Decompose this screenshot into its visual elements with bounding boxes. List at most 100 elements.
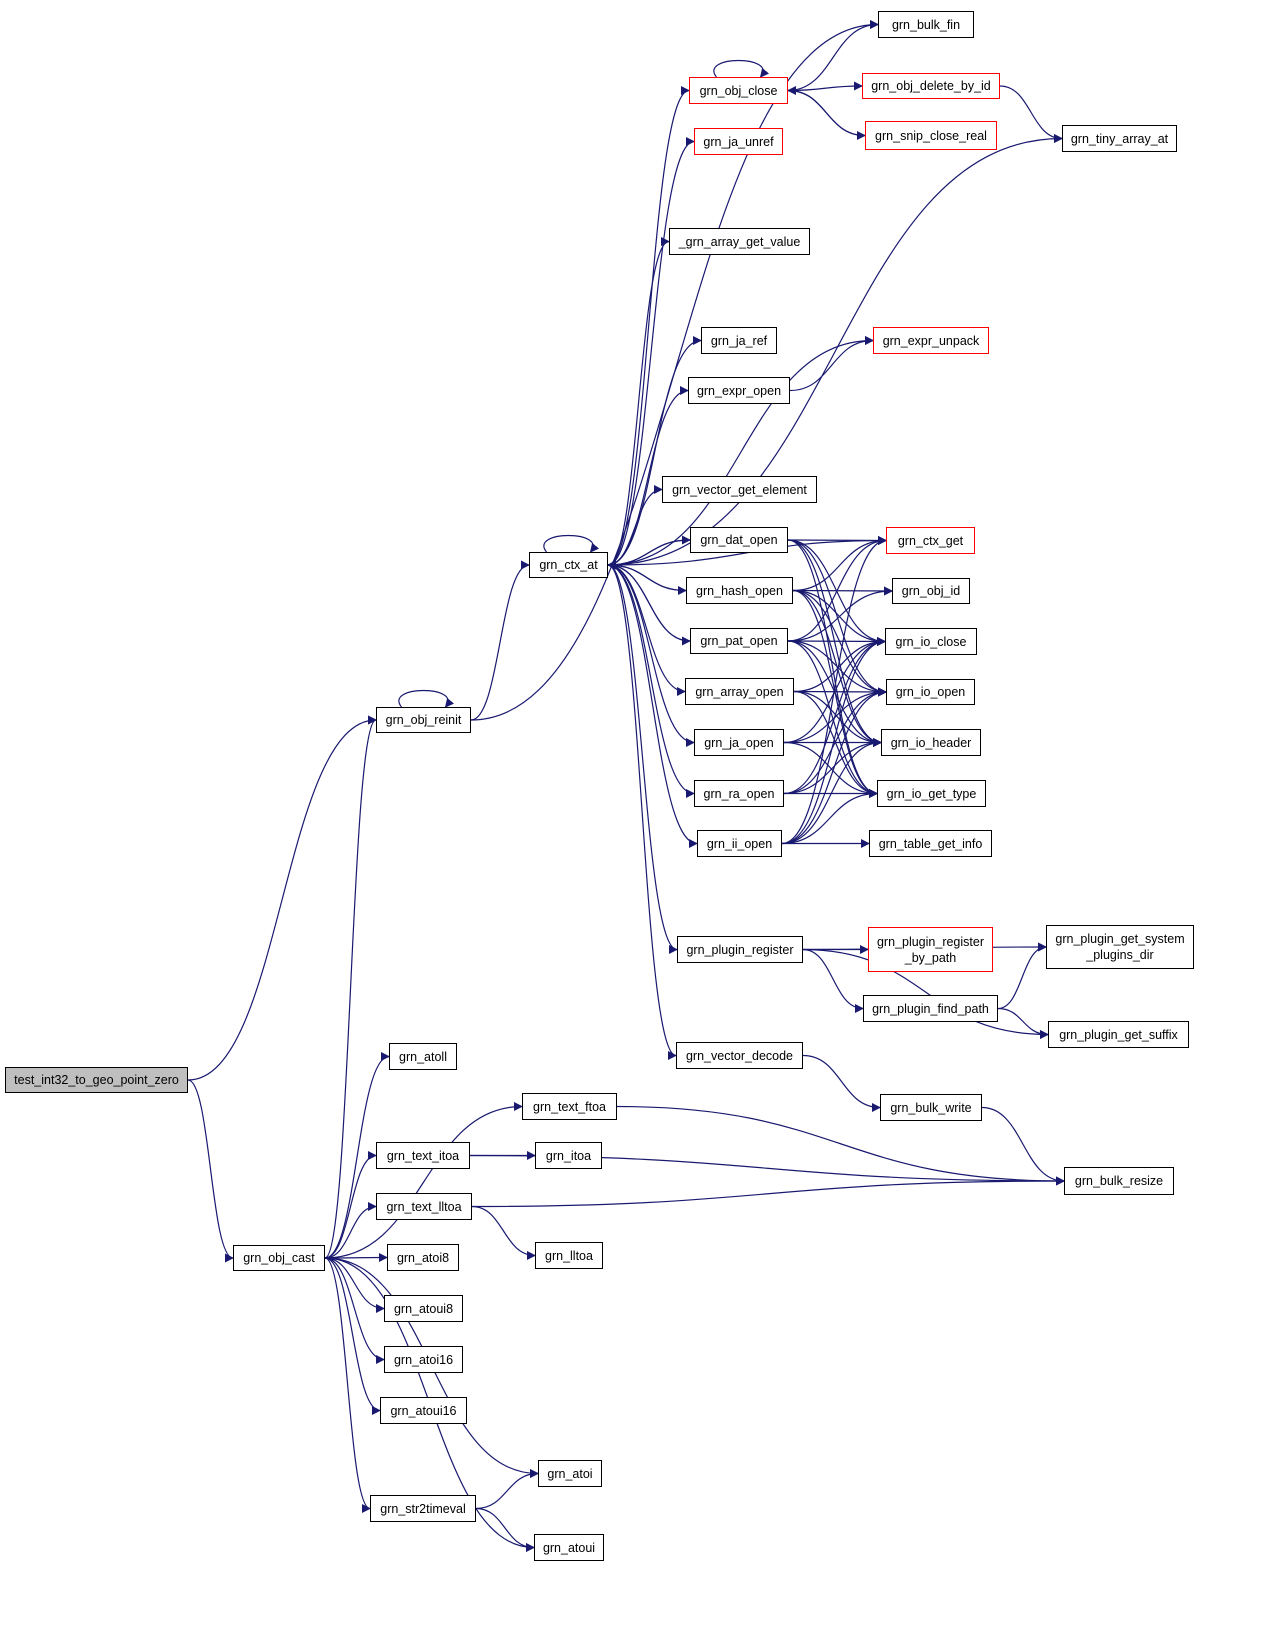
edge-grn-pat-open-to-grn-ctx-get — [787, 536, 887, 642]
node-grn-lltoa[interactable]: grn_lltoa — [535, 1242, 603, 1269]
node-grn-io-get-type[interactable]: grn_io_get_type — [877, 780, 986, 807]
node-grn-atoui16[interactable]: grn_atoui16 — [380, 1397, 467, 1424]
node-grn-ja-open[interactable]: grn_ja_open — [694, 729, 784, 756]
edge-grn-hash-open-to-grn-io-close — [792, 589, 886, 646]
node-grn-array-open[interactable]: grn_array_open — [685, 678, 794, 705]
node-grn-ja-ref[interactable]: grn_ja_ref — [701, 327, 777, 354]
edge-grn-obj-cast-to-grn-str2timeval — [324, 1257, 371, 1513]
node-grn-ra-open[interactable]: grn_ra_open — [694, 780, 784, 807]
edge-grn-pat-open-to-grn-io-get-type — [787, 640, 878, 798]
edge-grn-ctx-at-to-grn-ctx-at — [543, 534, 600, 553]
node-grn-snip-close-real[interactable]: grn_snip_close_real — [865, 121, 997, 150]
node-grn-expr-open[interactable]: grn_expr_open — [688, 377, 790, 404]
node-grn-expr-unpack[interactable]: grn_expr_unpack — [873, 327, 989, 354]
edge-grn-snip-close-real-to-grn-obj-close — [787, 86, 866, 137]
edge-grn-pat-open-to-grn-ctx-at — [607, 560, 691, 642]
edge-grn-dat-open-to-grn-io-open — [787, 539, 887, 697]
edge-test-int32-to-geo-point-zero-to-grn-obj-reinit — [187, 715, 377, 1081]
node-grn-atoui8[interactable]: grn_atoui8 — [384, 1295, 463, 1322]
node-grn-text-ftoa[interactable]: grn_text_ftoa — [522, 1093, 617, 1120]
edge-grn-ctx-at-to-grn-vector-decode — [607, 564, 677, 1060]
edge-grn-str2timeval-to-grn-atoi — [475, 1469, 539, 1510]
edge-grn-text-lltoa-to-grn-lltoa — [471, 1205, 536, 1260]
edge-grn-obj-close-to-grn-bulk-fin — [787, 20, 879, 92]
node-grn-tiny-array-at[interactable]: grn_tiny_array_at — [1062, 125, 1177, 152]
edge-grn-obj-cast-to-grn-text-itoa — [324, 1151, 377, 1259]
node-grn-io-open[interactable]: grn_io_open — [886, 679, 975, 705]
edge-grn-ii-open-to-grn-io-get-type — [781, 789, 878, 845]
node-grn-obj-close[interactable]: grn_obj_close — [689, 77, 788, 104]
node-grn-vector-get-element[interactable]: grn_vector_get_element — [662, 476, 817, 503]
node-grn-plugin-register[interactable]: grn_plugin_register — [677, 936, 803, 963]
node-grn-text-itoa[interactable]: grn_text_itoa — [376, 1142, 470, 1169]
edge-grn-obj-cast-to-grn-atoi8 — [324, 1253, 388, 1263]
edge-grn-ii-open-to-grn-io-header — [781, 738, 882, 845]
edge-grn-ctx-at-to-grn-ja-unref — [607, 137, 695, 566]
node-grn-atoi8[interactable]: grn_atoi8 — [387, 1244, 459, 1271]
edge-grn-ii-open-to-grn-io-open — [781, 687, 887, 845]
node-grn-obj-reinit[interactable]: grn_obj_reinit — [376, 707, 471, 733]
edge-grn-hash-open-to-grn-ctx-at — [607, 560, 687, 592]
edge-grn-plugin-find-path-to-grn-plugin-get-system-plugins-dir — [997, 942, 1047, 1010]
node-grn-io-close[interactable]: grn_io_close — [885, 628, 977, 655]
node-grn-text-lltoa[interactable]: grn_text_lltoa — [376, 1193, 472, 1220]
edge-grn-pat-open-to-grn-obj-id — [787, 586, 893, 642]
edge-grn-obj-cast-to-grn-obj-reinit — [324, 715, 377, 1259]
node-grn-bulk-fin[interactable]: grn_bulk_fin — [878, 11, 974, 38]
edge-grn-str2timeval-to-grn-atoui — [475, 1507, 535, 1552]
edge-grn-ra-open-to-grn-io-close — [783, 637, 886, 795]
node--grn-array-get-value[interactable]: _grn_array_get_value — [669, 228, 810, 255]
node-grn-pat-open[interactable]: grn_pat_open — [690, 628, 788, 654]
edge-grn-ctx-at-to-grn-expr-unpack — [607, 336, 874, 566]
edge-grn-ctx-at-to--grn-array-get-value — [607, 237, 670, 566]
node-grn-vector-decode[interactable]: grn_vector_decode — [676, 1042, 803, 1069]
node-grn-obj-cast[interactable]: grn_obj_cast — [233, 1245, 325, 1271]
node-grn-atoi16[interactable]: grn_atoi16 — [384, 1346, 463, 1373]
edge-grn-array-open-to-grn-io-open — [793, 687, 887, 697]
edge-grn-obj-cast-to-grn-text-ftoa — [324, 1102, 523, 1259]
edge-grn-vector-decode-to-grn-bulk-write — [802, 1054, 881, 1112]
node-grn-ii-open[interactable]: grn_ii_open — [697, 830, 782, 857]
node-test-int32-to-geo-point-zero: test_int32_to_geo_point_zero — [5, 1067, 188, 1093]
node-grn-obj-id[interactable]: grn_obj_id — [892, 578, 970, 604]
edge-grn-dat-open-to-grn-ctx-at — [607, 539, 691, 570]
node-grn-ctx-at[interactable]: grn_ctx_at — [529, 552, 608, 578]
edge-grn-array-open-to-grn-io-close — [793, 637, 886, 693]
node-grn-ctx-get[interactable]: grn_ctx_get — [886, 527, 975, 554]
node-grn-atoi[interactable]: grn_atoi — [538, 1460, 602, 1487]
edge-grn-ctx-at-to-grn-ra-open — [607, 564, 695, 798]
edge-test-int32-to-geo-point-zero-to-grn-obj-cast — [187, 1079, 234, 1263]
node-grn-atoll[interactable]: grn_atoll — [389, 1043, 457, 1070]
edge-grn-obj-close-to-grn-obj-delete-by-id — [787, 81, 863, 92]
node-grn-atoui[interactable]: grn_atoui — [534, 1534, 604, 1561]
edge-grn-dat-open-to-grn-io-get-type — [787, 539, 878, 798]
edge-grn-hash-open-to-grn-obj-id — [792, 586, 893, 596]
edge-grn-obj-cast-to-grn-atoui8 — [324, 1257, 385, 1313]
edge-grn-ii-open-to-grn-io-close — [781, 637, 886, 845]
node-grn-obj-delete-by-id[interactable]: grn_obj_delete_by_id — [862, 73, 1000, 99]
edge-grn-obj-cast-to-grn-atoll — [324, 1052, 390, 1259]
edge-grn-pat-open-to-grn-io-open — [787, 640, 887, 697]
node-grn-table-get-info[interactable]: grn_table_get_info — [869, 830, 992, 857]
node-grn-bulk-write[interactable]: grn_bulk_write — [880, 1094, 982, 1121]
node-grn-io-header[interactable]: grn_io_header — [881, 729, 981, 756]
edge-grn-ra-open-to-grn-io-header — [783, 738, 882, 795]
node-grn-plugin-find-path[interactable]: grn_plugin_find_path — [863, 995, 998, 1022]
edge-grn-ii-open-to-grn-ctx-get — [781, 536, 887, 845]
edge-grn-plugin-register-to-grn-plugin-find-path — [802, 948, 864, 1013]
node-grn-ja-unref[interactable]: grn_ja_unref — [694, 128, 783, 155]
edge-grn-ra-open-to-grn-io-open — [783, 687, 887, 795]
node-grn-bulk-resize[interactable]: grn_bulk_resize — [1064, 1167, 1174, 1195]
edge-grn-text-lltoa-to-grn-bulk-resize — [471, 1176, 1065, 1208]
node-grn-dat-open[interactable]: grn_dat_open — [690, 527, 788, 553]
edge-grn-ctx-at-to-grn-obj-close — [607, 86, 690, 566]
node-grn-plugin-register-by-path[interactable]: grn_plugin_register _by_path — [868, 927, 993, 972]
node-grn-str2timeval[interactable]: grn_str2timeval — [370, 1495, 476, 1522]
node-grn-plugin-get-suffix[interactable]: grn_plugin_get_suffix — [1048, 1021, 1189, 1048]
node-grn-itoa[interactable]: grn_itoa — [535, 1142, 602, 1169]
edge-grn-obj-cast-to-grn-atoi16 — [324, 1257, 385, 1364]
node-grn-hash-open[interactable]: grn_hash_open — [686, 577, 793, 604]
node-grn-plugin-get-system-plugins-dir[interactable]: grn_plugin_get_system _plugins_dir — [1046, 925, 1194, 969]
